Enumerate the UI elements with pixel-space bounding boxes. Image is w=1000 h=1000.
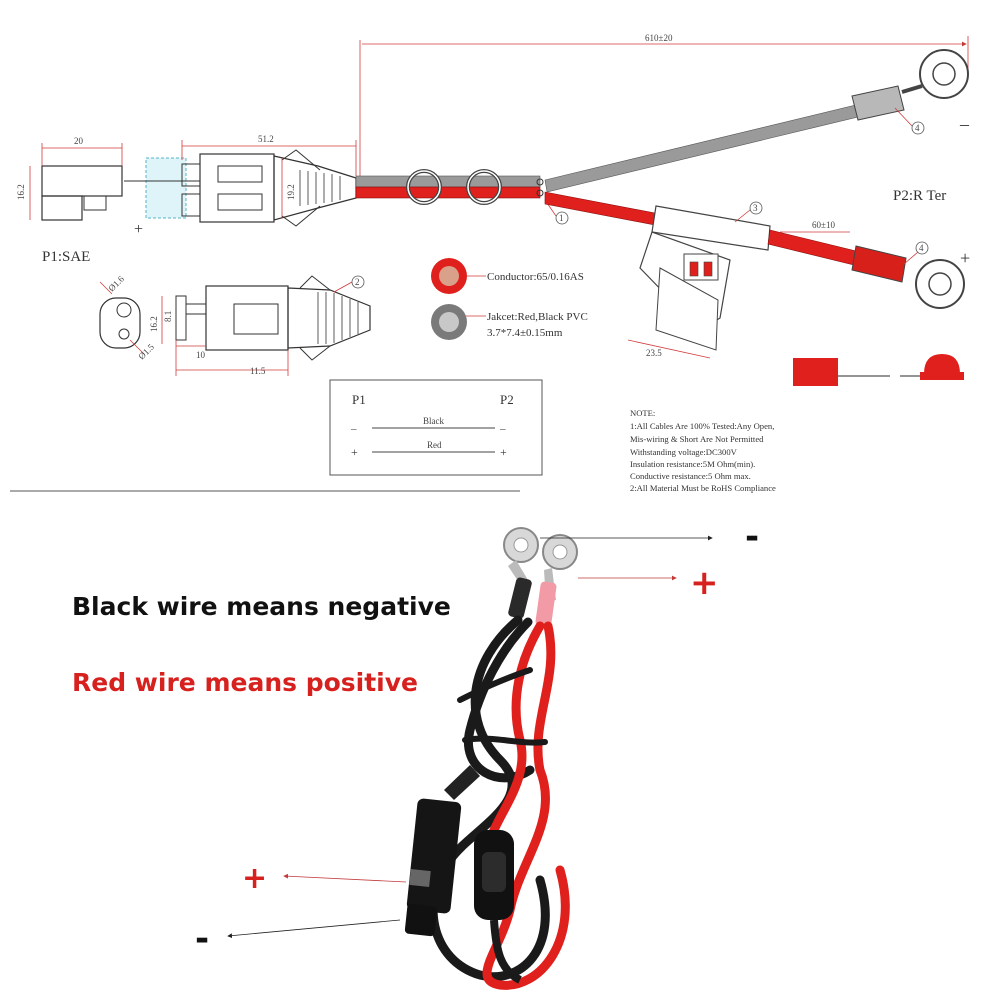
sae-height-dim: 16.2	[16, 184, 26, 200]
sae-dimensions	[29, 140, 357, 220]
photo-ring-minus-sign: -	[745, 517, 760, 557]
side-small-dim: 8.1	[163, 311, 173, 322]
sae-plus-sign: +	[134, 221, 143, 238]
note-line-0: NOTE:	[630, 408, 655, 418]
hole-diameter-dim: Ø1.5	[136, 341, 156, 361]
note-line-3: Withstanding voltage:DC300V	[630, 447, 738, 457]
note-line-5: Conductive resistance:5 Ohm max.	[630, 471, 751, 481]
sae-to-boot-dim: 51.2	[258, 134, 274, 144]
conductor-spec: Conductor:65/0.16AS	[487, 271, 584, 283]
schematic-minus-right: –	[499, 423, 506, 435]
ring-negative-sign: –	[959, 114, 970, 134]
callout-4a: 4	[915, 123, 920, 133]
sae-width-dim: 20	[74, 136, 84, 146]
schematic-plus-left: +	[351, 445, 358, 459]
positive-branch: 4 3 60±10 23.5 +	[544, 191, 970, 359]
p2-ring-terminal-label: P2:R Ter	[893, 188, 946, 204]
callout-4b: 4	[919, 243, 924, 253]
fuse-lead-dim: 60±10	[812, 220, 835, 230]
schematic-p1: P1	[352, 392, 366, 407]
product-photo	[227, 527, 713, 990]
photo-ring-plus-sign: +	[690, 563, 719, 603]
caption-black-negative: Black wire means negative	[72, 592, 451, 621]
callout-2: 2	[355, 277, 360, 287]
sae-plug-photo	[404, 765, 523, 984]
note-line-6: 2:All Material Must be RoHS Compliance	[630, 483, 776, 493]
terminal-icons	[793, 354, 964, 386]
ring-terminals	[503, 527, 578, 627]
negative-branch: 4 –	[544, 49, 970, 193]
p1-sae-label: P1:SAE	[42, 249, 90, 265]
total-length-text: 610±20	[645, 33, 673, 43]
technical-drawing: 610±20 +	[10, 33, 970, 493]
pin-diameter-dim: Ø1.6	[106, 273, 126, 293]
boot-height-dim: 19.2	[286, 184, 296, 200]
fuse-width-dim: 23.5	[646, 348, 662, 358]
schematic-plus-right: +	[500, 445, 507, 459]
annotation-arrows	[227, 535, 713, 939]
cable-cross-sections: Conductor:65/0.16AS Jakcet:Red,Black PVC…	[431, 258, 588, 340]
caption-red-positive: Red wire means positive	[72, 668, 419, 697]
side-11-dim: 11.5	[250, 366, 266, 376]
note-line-4: Insulation resistance:5M Ohm(min).	[630, 459, 755, 469]
photo-sae-minus-sign: -	[195, 919, 210, 959]
sae-connector-p1: +	[41, 149, 357, 238]
schematic-p2: P2	[500, 392, 514, 407]
jacket-spec: Jakcet:Red,Black PVC	[487, 311, 588, 323]
total-length-dimension: 610±20	[359, 33, 969, 180]
schematic-black: Black	[423, 416, 444, 426]
note-line-1: 1:All Cables Are 100% Tested:Any Open,	[630, 421, 774, 431]
note-line-2: Mis-wiring & Short Are Not Permitted	[630, 434, 764, 444]
ring-positive-sign: +	[960, 248, 970, 268]
callout-3: 3	[753, 203, 758, 213]
main-cable: 1	[355, 169, 569, 225]
notes: NOTE: 1:All Cables Are 100% Tested:Any O…	[630, 408, 776, 493]
schematic-minus-left: –	[350, 423, 357, 435]
sae-side-view: 2 Ø1.6 Ø1.5 16.2 8.1 10 11.5	[99, 273, 371, 376]
callout-1: 1	[559, 213, 564, 223]
schematic-box: P1 P2 – – Black + + Red	[329, 379, 543, 476]
photo-sae-plus-sign: +	[242, 861, 268, 896]
side-10-dim: 10	[196, 350, 206, 360]
schematic-red: Red	[427, 440, 442, 450]
side-height-dim: 16.2	[149, 316, 159, 332]
jacket-size: 3.7*7.4±0.15mm	[487, 327, 563, 339]
